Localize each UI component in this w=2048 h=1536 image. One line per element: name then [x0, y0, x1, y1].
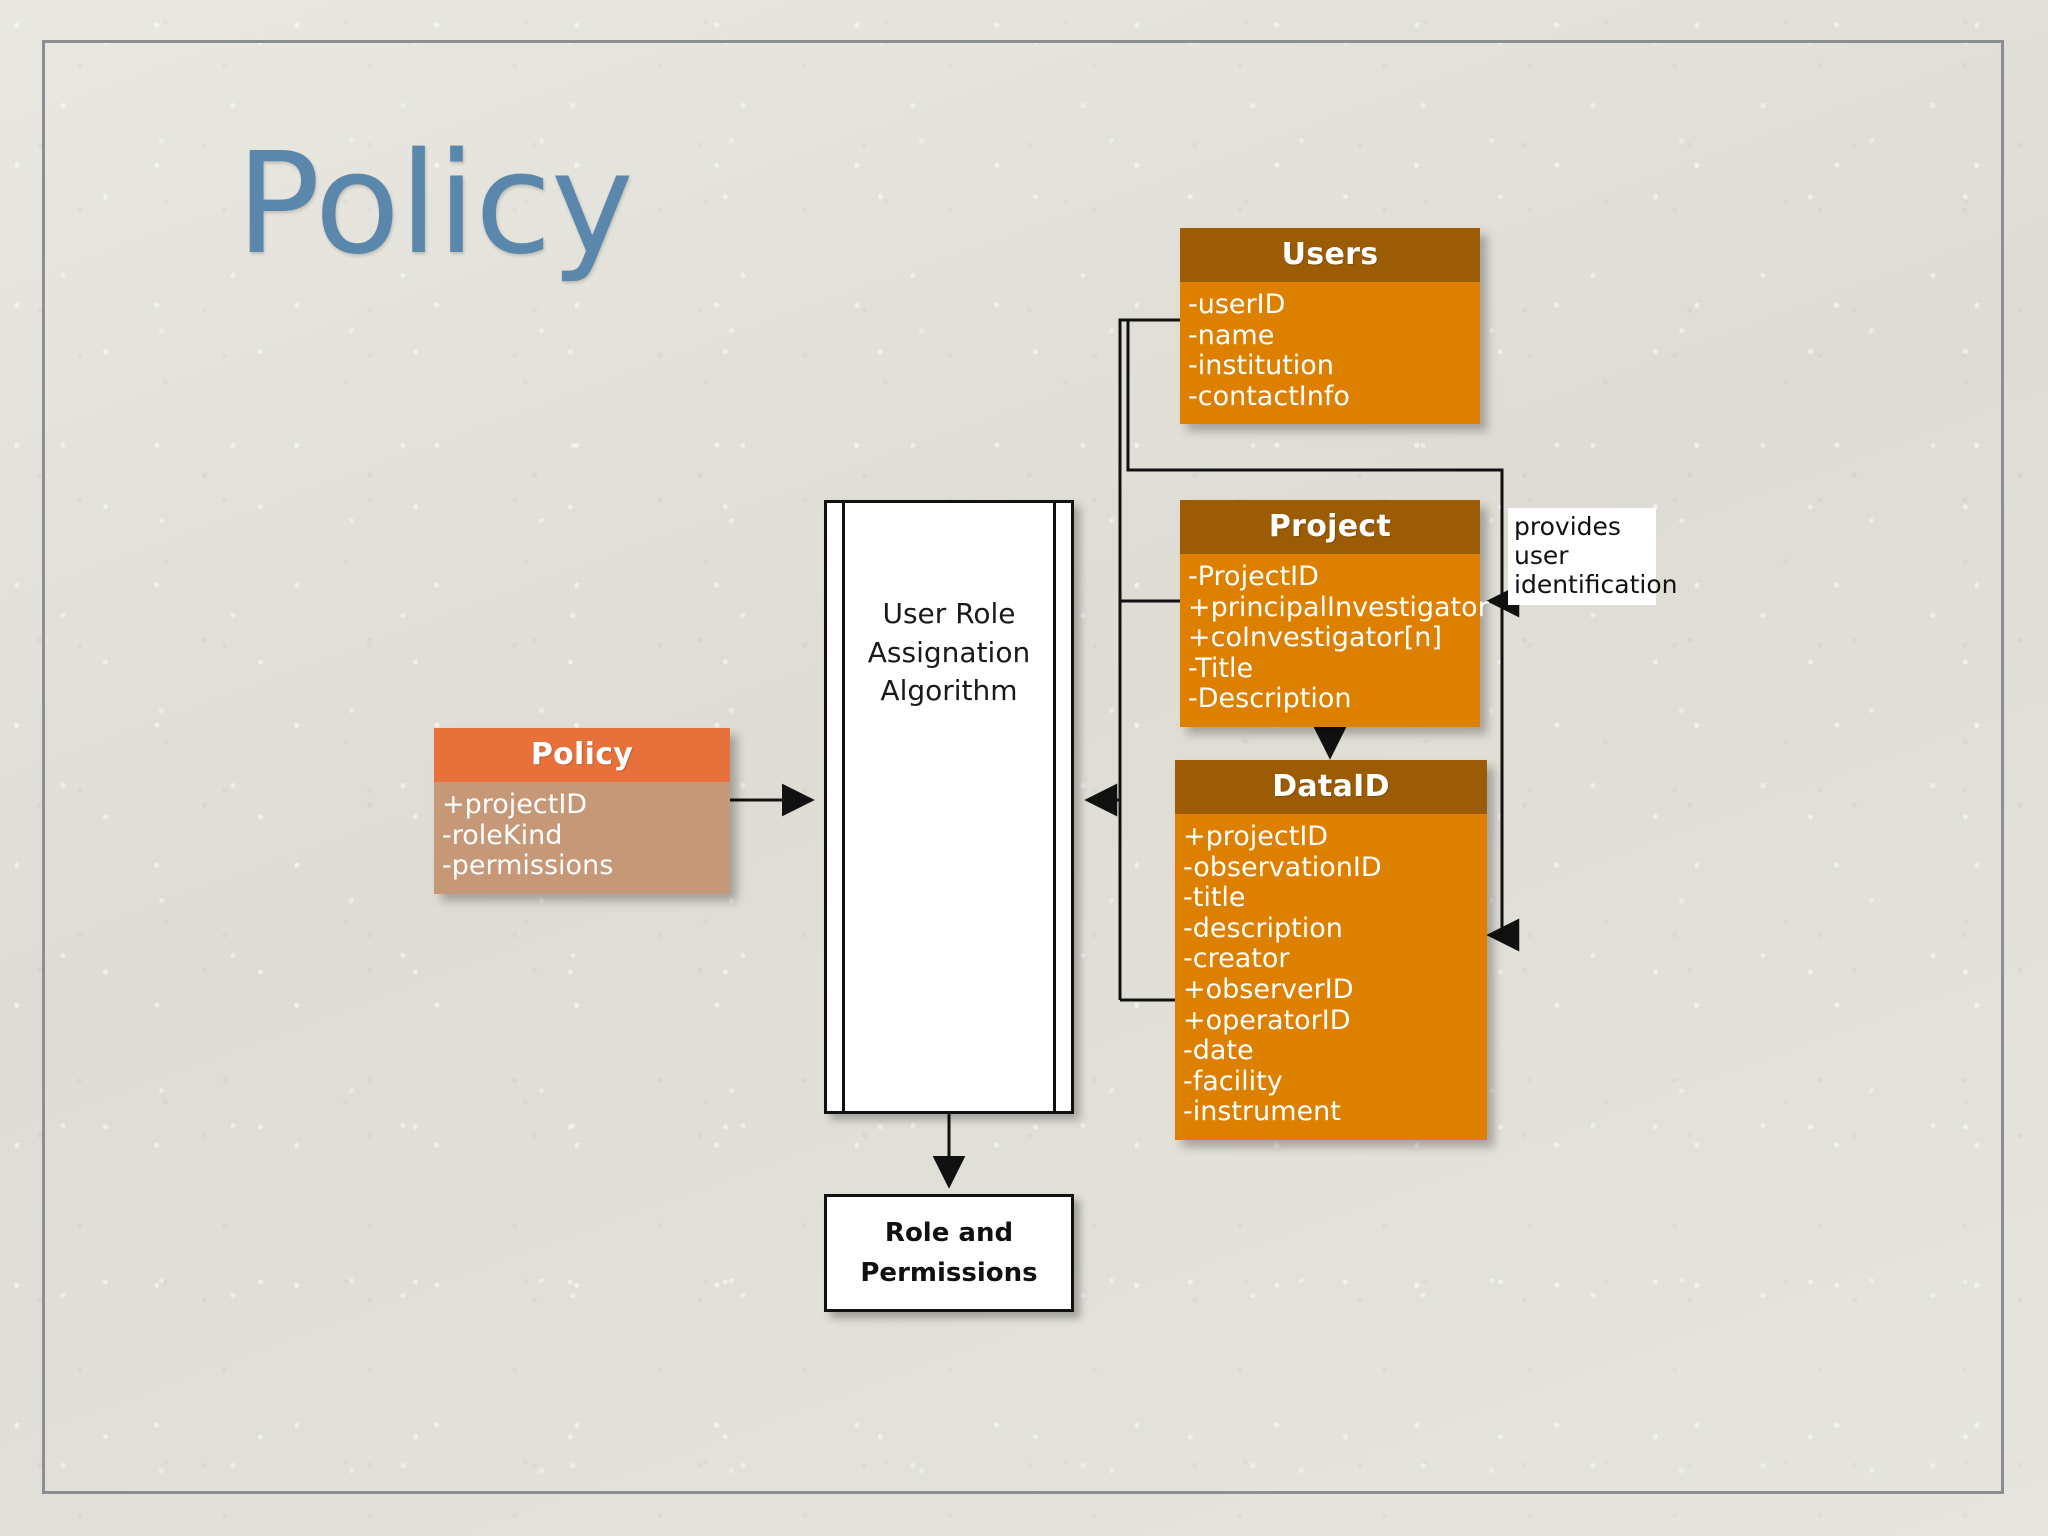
process-label-line: User Role — [882, 597, 1016, 630]
entity-attribute: -title — [1183, 882, 1246, 914]
entity-attribute-list-dataid: +projectID -observationID -title -descri… — [1175, 814, 1487, 1141]
process-label-line: Assignation — [867, 635, 1031, 669]
entity-attribute: -facility — [1183, 1065, 1283, 1097]
entity-title-users: Users — [1180, 228, 1480, 282]
entity-attribute-list-users: -userID -name -institution -contactInfo — [1180, 282, 1480, 425]
wire-bus-to-dataid — [1486, 601, 1520, 952]
annotation-provides-user-identification: provides user identification — [1508, 508, 1678, 605]
entity-box-policy[interactable]: Policy +projectID -roleKind -permissions — [434, 728, 730, 894]
entity-attribute: +operatorID — [1183, 1004, 1351, 1036]
entity-attribute-list-project: -ProjectID +principalInvestigator +coInv… — [1180, 554, 1489, 728]
entity-title-project: Project — [1180, 500, 1480, 554]
output-label-line: Permissions — [860, 1258, 1038, 1288]
entity-attribute: -roleKind — [442, 819, 563, 851]
entity-attribute: +observerID — [1183, 974, 1354, 1006]
process-left-rule — [842, 503, 845, 1111]
process-label-line: Algorithm — [880, 674, 1018, 708]
entity-box-users[interactable]: Users -userID -name -institution -contac… — [1180, 228, 1480, 425]
wire-project-left-stub — [1118, 599, 1180, 1000]
wire-users-long-bus — [1118, 318, 1128, 800]
process-box-user-role-assignation-algorithm[interactable]: User Role Assignation Algorithm — [824, 500, 1074, 1114]
entity-attribute: -Title — [1188, 652, 1254, 684]
entity-attribute: -Description — [1188, 683, 1352, 715]
entity-attribute: -date — [1183, 1035, 1254, 1067]
entity-box-dataid[interactable]: DataID +projectID -observationID -title … — [1175, 760, 1487, 1141]
entity-box-project[interactable]: Project -ProjectID +principalInvestigato… — [1180, 500, 1489, 728]
entity-attribute: -institution — [1188, 350, 1334, 382]
entity-attribute: -contactInfo — [1188, 380, 1350, 412]
process-right-rule — [1053, 503, 1056, 1111]
entity-title-dataid: DataID — [1175, 760, 1487, 814]
entity-title-policy: Policy — [434, 728, 730, 782]
process-label: User Role Assignation Algorithm — [827, 595, 1071, 711]
entity-attribute: +projectID — [1183, 821, 1329, 852]
entity-attribute: -creator — [1183, 943, 1290, 975]
page-title: Policy — [236, 123, 634, 286]
entity-attribute: -ProjectID — [1188, 561, 1319, 592]
entity-attribute: -permissions — [442, 850, 614, 882]
annotation-line: identification — [1514, 570, 1678, 599]
entity-attribute: -description — [1183, 912, 1343, 944]
output-box-role-and-permissions[interactable]: Role and Permissions — [824, 1194, 1074, 1312]
entity-attribute: +projectID — [442, 789, 588, 820]
entity-attribute-list-policy: +projectID -roleKind -permissions — [434, 782, 730, 894]
entity-attribute: -name — [1188, 319, 1275, 351]
entity-attribute: -observationID — [1183, 851, 1382, 883]
entity-attribute: +coInvestigator[n] — [1188, 622, 1442, 654]
annotation-line: user — [1514, 541, 1569, 570]
entity-attribute: +principalInvestigator — [1188, 591, 1489, 623]
annotation-line: provides — [1514, 512, 1621, 541]
output-label-line: Role and — [884, 1217, 1014, 1248]
entity-attribute: -instrument — [1183, 1096, 1341, 1128]
entity-attribute: -userID — [1188, 289, 1286, 320]
